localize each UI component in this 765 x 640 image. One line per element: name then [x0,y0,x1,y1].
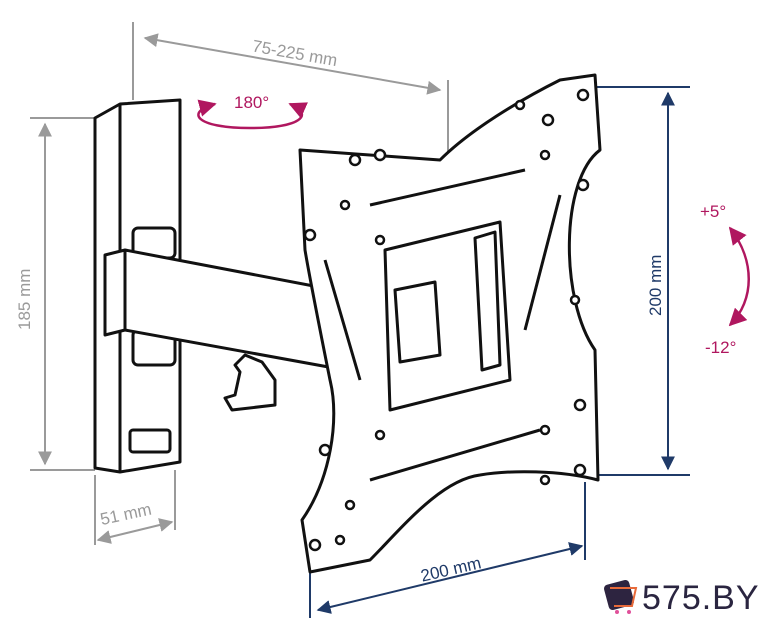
swivel-label: 180° [234,93,269,112]
cart-logo-icon [603,579,638,614]
site-logo: 575.BY [602,578,760,618]
dimension-navy [309,86,690,618]
swing-arm [103,248,347,412]
vesa-holes [303,88,590,552]
swivel-arrow-icon [197,99,750,327]
logo-text: 575.BY [642,578,760,617]
vesa-horizontal-label: 200 mm [419,553,483,585]
vesa-vertical-label: 200 mm [646,255,665,316]
wall-plate-height-label: 185 mm [15,269,34,330]
tilt-up-label: +5° [700,202,726,221]
dimension-gray [30,22,449,545]
wall-plate-width-label: 51 mm [98,500,153,529]
vesa-plate [298,73,602,574]
tilt-down-label: -12° [705,338,736,357]
